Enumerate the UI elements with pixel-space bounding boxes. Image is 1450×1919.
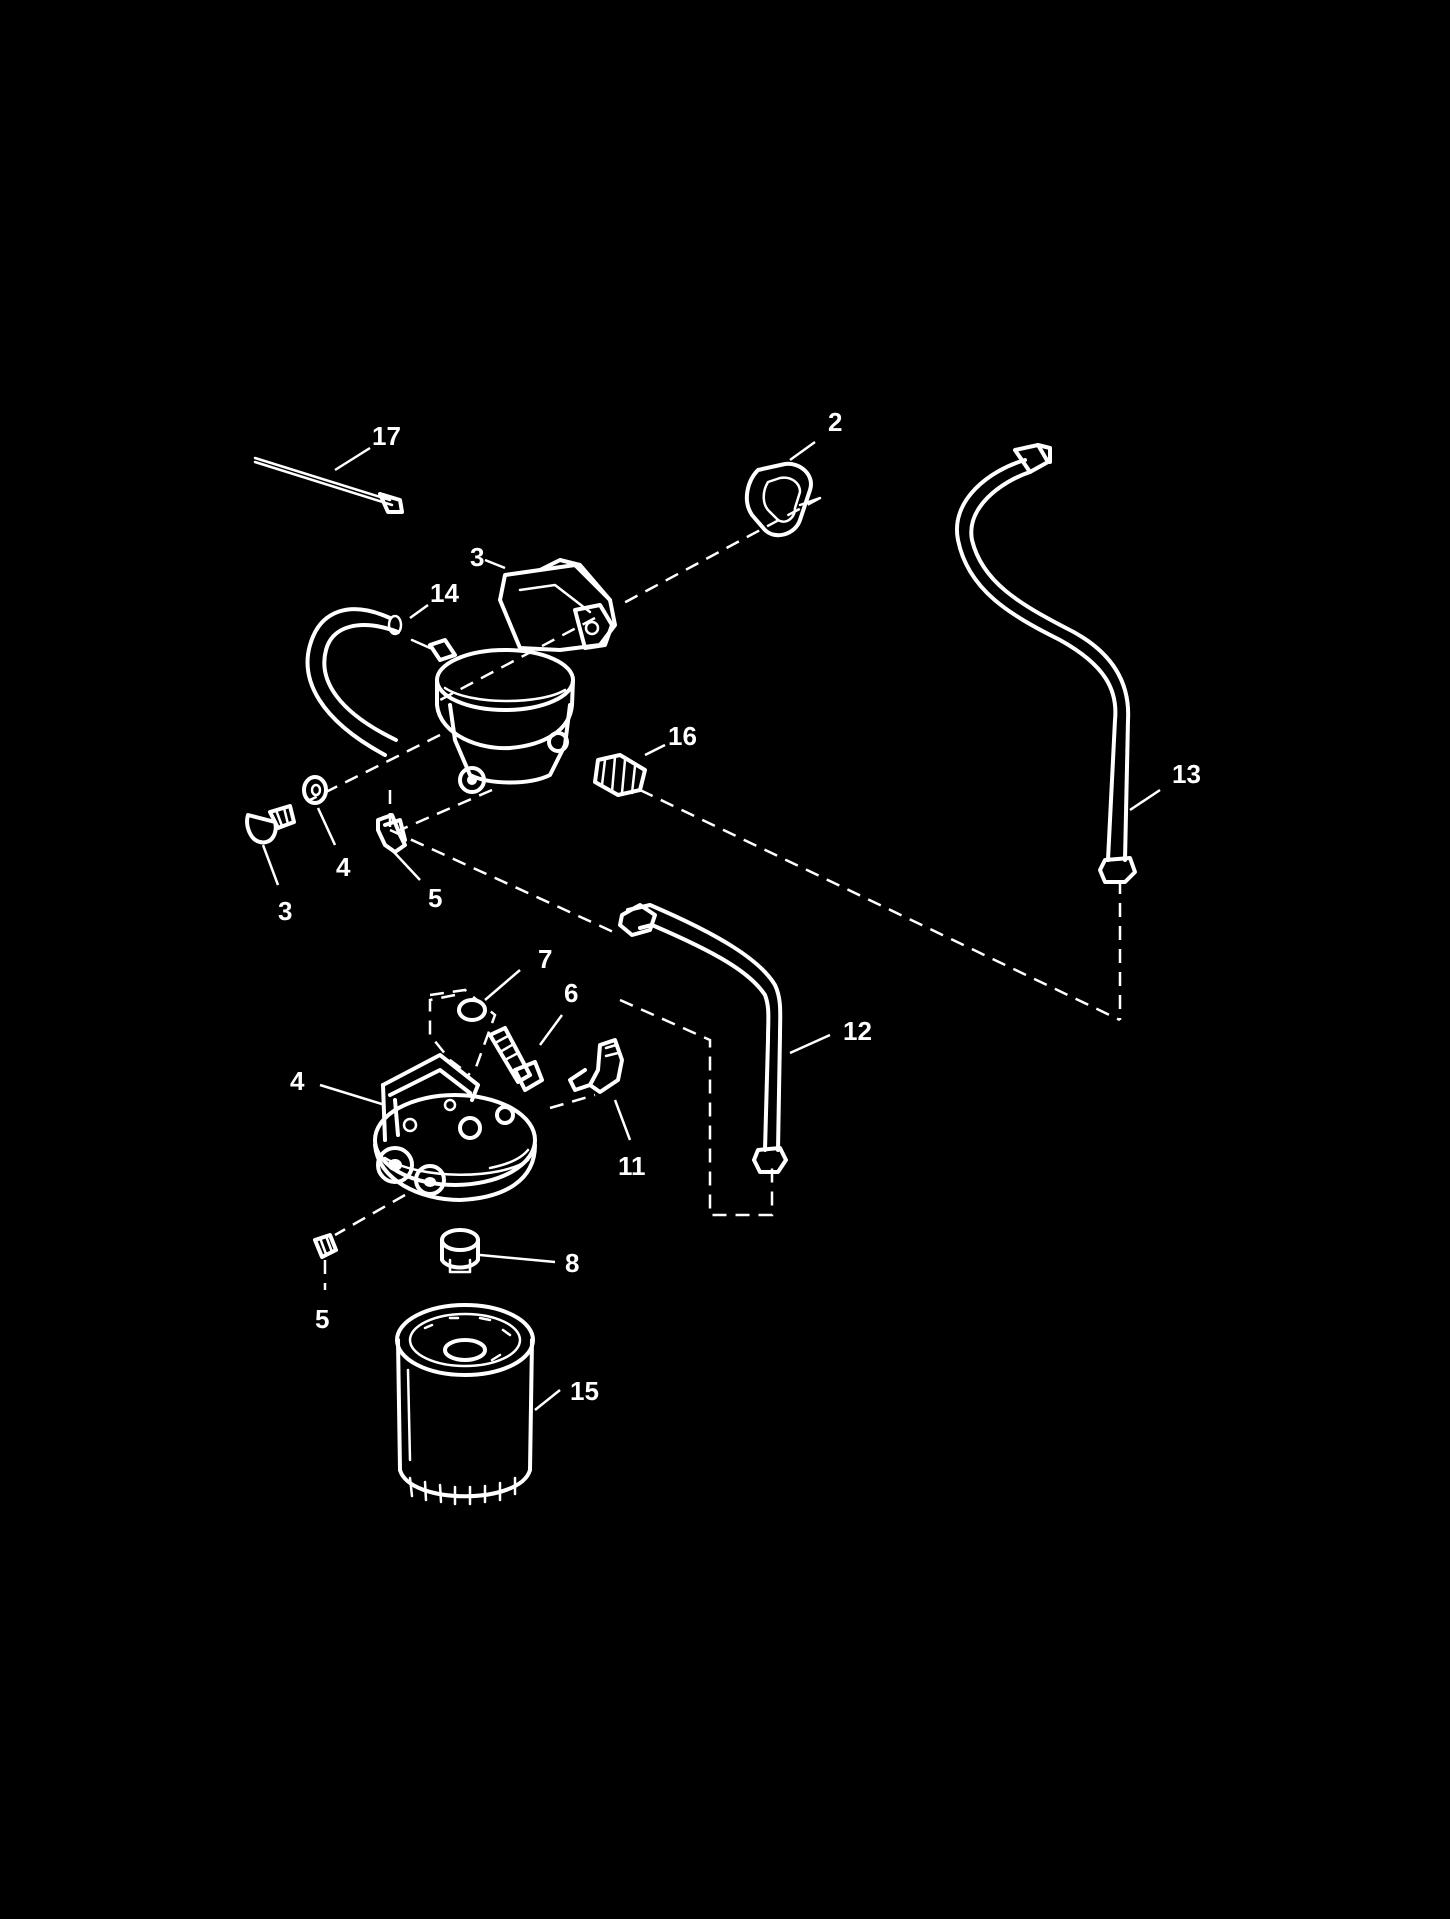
callout-13: 13 xyxy=(1172,759,1201,789)
pipe-plug-part xyxy=(313,1233,338,1259)
callout-4-washer: 4 xyxy=(336,852,351,882)
bolt-part xyxy=(245,804,296,845)
filter-head-part xyxy=(373,1053,537,1202)
callout-8: 8 xyxy=(565,1248,579,1278)
plug-part xyxy=(440,1228,480,1274)
cable-tie-part xyxy=(253,456,404,514)
callout-5-plug: 5 xyxy=(315,1304,329,1334)
callout-11: 11 xyxy=(618,1151,646,1181)
fuel-pump-part xyxy=(410,558,617,794)
callout-3-bolt: 3 xyxy=(278,896,292,926)
hose-part xyxy=(305,607,403,757)
gasket-part xyxy=(744,461,822,538)
leader-lines xyxy=(261,440,1161,1411)
o-ring-part xyxy=(428,993,487,1076)
callout-14: 14 xyxy=(430,578,459,608)
callout-17: 17 xyxy=(372,421,401,451)
bolt-6-part xyxy=(488,1026,544,1092)
callout-2: 2 xyxy=(828,407,842,437)
nipple-fitting-part xyxy=(593,753,647,797)
washer-part xyxy=(302,775,328,805)
fuel-line-12-part xyxy=(618,903,788,1174)
callout-16: 16 xyxy=(668,721,697,751)
elbow-fitting-part xyxy=(376,813,407,854)
fuel-line-13-part xyxy=(954,443,1137,884)
callout-3-pump: 3 xyxy=(470,542,484,572)
fuel-filter-part xyxy=(395,1303,535,1506)
callout-labels: 17 2 3 14 16 13 3 4 5 7 6 12 4 11 8 5 15 xyxy=(278,407,1201,1406)
callout-15: 15 xyxy=(570,1376,599,1406)
callout-6: 6 xyxy=(564,978,578,1008)
callout-7: 7 xyxy=(538,944,552,974)
callout-4-head: 4 xyxy=(290,1066,305,1096)
elbow-11-part xyxy=(568,1038,624,1094)
callout-12: 12 xyxy=(843,1016,872,1046)
callout-5-fitting: 5 xyxy=(428,883,442,913)
